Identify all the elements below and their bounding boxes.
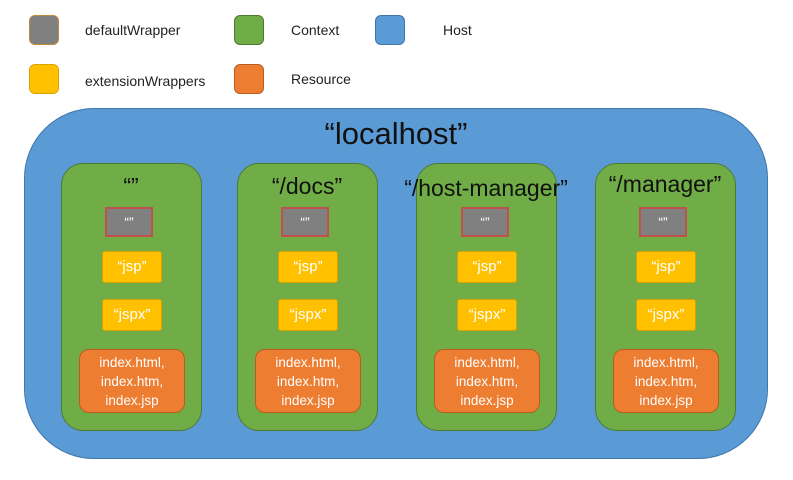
- default-wrapper-box: “”: [461, 207, 509, 237]
- legend-swatch-context: [234, 15, 264, 45]
- resource-line: index.htm,: [634, 373, 698, 389]
- extension-wrapper-jsp: “jsp”: [457, 251, 517, 283]
- extension-wrapper-jspx: “jspx”: [636, 299, 696, 331]
- resource-line: index.htm,: [276, 373, 340, 389]
- default-wrapper-box: “”: [281, 207, 329, 237]
- resource-box: index.html, index.htm, index.jsp: [255, 349, 361, 413]
- legend-label-default-wrapper: defaultWrapper: [85, 22, 181, 38]
- default-wrapper-box: “”: [105, 207, 153, 237]
- context-title: “”: [123, 173, 139, 199]
- resource-line: index.jsp: [639, 392, 693, 408]
- extension-wrapper-jsp: “jsp”: [102, 251, 162, 283]
- legend-swatch-default-wrapper: [29, 15, 59, 45]
- extension-wrapper-jspx: “jspx”: [457, 299, 517, 331]
- legend-label-host: Host: [443, 22, 472, 38]
- legend-label-context: Context: [291, 22, 340, 38]
- extension-wrapper-jspx: “jspx”: [278, 299, 338, 331]
- resource-line: index.jsp: [105, 392, 159, 408]
- resource-line: index.htm,: [100, 373, 164, 389]
- resource-line: index.html,: [275, 354, 341, 370]
- legend-label-extension-wrappers: extensionWrappers: [85, 73, 206, 89]
- resource-line: index.html,: [99, 354, 165, 370]
- context-title: “/manager”: [608, 171, 722, 197]
- resource-line: index.jsp: [281, 392, 335, 408]
- host-title: “localhost”: [324, 116, 468, 151]
- legend-label-resource: Resource: [291, 71, 351, 87]
- context-title: “/host-manager”: [404, 175, 568, 201]
- resource-line: index.html,: [633, 354, 699, 370]
- extension-wrapper-jspx: “jspx”: [102, 299, 162, 331]
- resource-line: index.html,: [454, 354, 520, 370]
- extension-wrapper-jsp: “jsp”: [278, 251, 338, 283]
- legend-swatch-extension-wrappers: [29, 64, 59, 94]
- legend-swatch-host: [375, 15, 405, 45]
- resource-box: index.html, index.htm, index.jsp: [79, 349, 185, 413]
- resource-box: index.html, index.htm, index.jsp: [613, 349, 719, 413]
- extension-wrapper-jsp: “jsp”: [636, 251, 696, 283]
- context-title: “/docs”: [271, 173, 343, 199]
- default-wrapper-box: “”: [639, 207, 687, 237]
- resource-line: index.htm,: [455, 373, 519, 389]
- legend-swatch-resource: [234, 64, 264, 94]
- resource-box: index.html, index.htm, index.jsp: [434, 349, 540, 413]
- resource-line: index.jsp: [460, 392, 514, 408]
